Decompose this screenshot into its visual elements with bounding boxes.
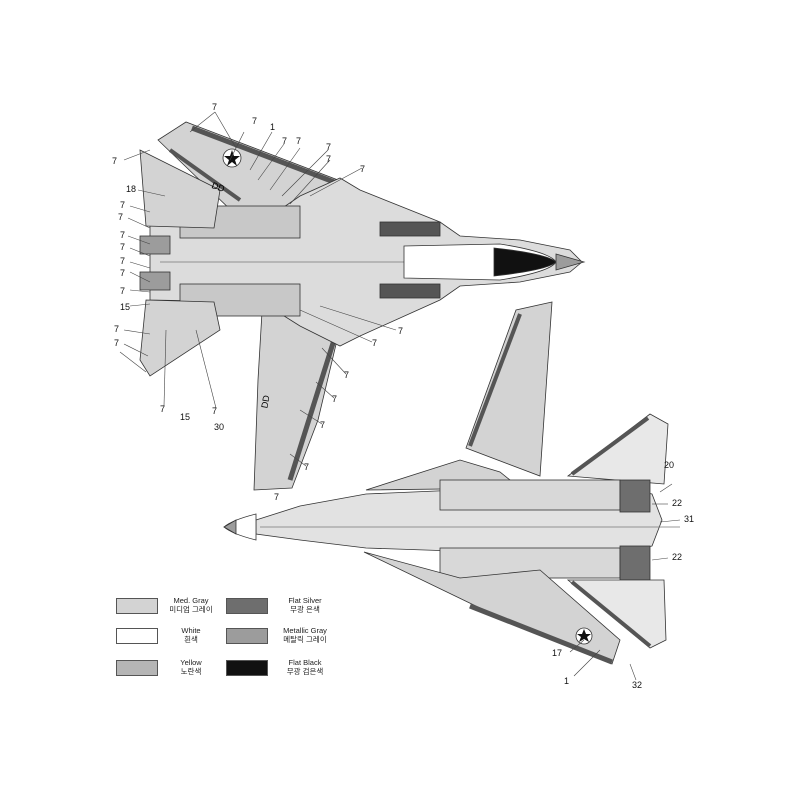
top-upper-wing-trailing-edge: [168, 148, 242, 202]
swatch-yellow: [116, 660, 158, 676]
callout-number: 20: [664, 460, 674, 470]
top-leader-lines: [119, 111, 397, 467]
bottom-callouts: 20 22 31 22 17 1 32: [552, 460, 694, 690]
callout-number: 15: [120, 302, 130, 312]
bottom-stabilizer-lower-edge: [570, 580, 652, 648]
bottom-tail-upper: [465, 301, 553, 477]
legend-en: Metallic Gray: [283, 626, 327, 635]
legend-label-yellow: Yellow 노란색: [156, 658, 226, 676]
callout-number: 7: [326, 154, 331, 164]
top-upper-wing-leading-edge: [191, 125, 335, 185]
swatch-white: [116, 628, 158, 644]
callout-number: 7: [160, 404, 165, 414]
callout-number: 7: [120, 242, 125, 252]
callout-number: 32: [632, 680, 642, 690]
top-nose-tip: [555, 253, 586, 271]
callout-number: 7: [120, 200, 125, 210]
bottom-leader-lines: [569, 483, 681, 681]
swatch-med-gray: [116, 598, 158, 614]
callout-number: 7: [252, 116, 257, 126]
callout-number: 7: [120, 286, 125, 296]
callout-number: 7: [274, 492, 279, 502]
bottom-stabilizer-edge: [570, 416, 650, 476]
bottom-nose-tip: [223, 519, 237, 535]
legend-en: White: [181, 626, 201, 635]
top-callouts: 7 7 1 7 7 7 7 7 7 18 7 7 7 7 7 7 15 7 7 …: [112, 102, 403, 502]
legend-ko: 노란색: [180, 667, 202, 676]
callout-number: 17: [552, 648, 562, 658]
top-intake-lower-dark: [379, 283, 441, 299]
legend-label-flat-silver: Flat Silver 무광 은색: [270, 596, 340, 614]
top-lower-wing-leading-edge: [287, 339, 337, 481]
callout-number: 15: [180, 412, 190, 422]
legend-label-metallic-gray: Metallic Gray 메탈릭 그레이: [270, 626, 340, 644]
legend-ko: 메탈릭 그레이: [283, 635, 327, 644]
swatch-flat-silver: [226, 598, 268, 614]
callout-number: 22: [672, 498, 682, 508]
top-exhaust-upper: [139, 235, 171, 255]
callout-number: 7: [212, 406, 217, 416]
callout-number: 7: [372, 338, 377, 348]
callout-number: 1: [564, 676, 569, 686]
star-icon: [224, 150, 240, 166]
callout-number: 7: [118, 212, 123, 222]
callout-number: 7: [360, 164, 365, 174]
callout-number: 7: [326, 142, 331, 152]
top-exhaust-lower: [139, 271, 171, 291]
legend-ko: 미디엄 그레이: [169, 605, 213, 614]
callout-number: 7: [304, 462, 309, 472]
legend-en: Flat Black: [288, 658, 322, 667]
callout-number: 7: [114, 338, 119, 348]
legend-ko: 무광 검은색: [286, 667, 324, 676]
bottom-view-aircraft: [223, 301, 680, 665]
legend-label-white: White 흰색: [156, 626, 226, 644]
top-stabilizer-upper: [139, 149, 221, 229]
top-wing-code: DD: [259, 394, 271, 409]
top-nose-code: DD: [210, 180, 226, 194]
legend-ko: 무광 은색: [290, 605, 320, 614]
legend-en: Yellow: [180, 658, 202, 667]
callout-number: 7: [398, 326, 403, 336]
bottom-exhaust-upper: [619, 479, 651, 513]
bottom-exhaust-lower: [619, 545, 651, 581]
callout-number: 7: [112, 156, 117, 166]
callout-number: 1: [270, 122, 275, 132]
legend-label-med-gray: Med. Gray 미디엄 그레이: [156, 596, 226, 614]
top-intake-upper-dark: [379, 221, 441, 237]
bottom-tail-edge: [468, 313, 522, 447]
swatch-metallic-gray: [226, 628, 268, 644]
swatch-flat-black: [226, 660, 268, 676]
callout-number: 7: [282, 136, 287, 146]
callout-number: 7: [120, 230, 125, 240]
callout-number: 7: [120, 256, 125, 266]
legend-en: Flat Silver: [288, 596, 322, 605]
callout-number: 18: [126, 184, 136, 194]
callout-number: 7: [320, 420, 325, 430]
callout-number: 7: [212, 102, 217, 112]
callout-number: 22: [672, 552, 682, 562]
top-view-aircraft: [139, 121, 586, 491]
callout-number: 7: [344, 370, 349, 380]
bottom-lower-wing-edge: [469, 603, 613, 665]
legend-label-flat-black: Flat Black 무광 검은색: [270, 658, 340, 676]
callout-number: 7: [120, 268, 125, 278]
callout-number: 30: [214, 422, 224, 432]
top-stabilizer-lower: [139, 299, 221, 377]
callout-number: 7: [296, 136, 301, 146]
callout-number: 7: [332, 394, 337, 404]
legend-en: Med. Gray: [173, 596, 209, 605]
callout-number: 7: [114, 324, 119, 334]
star-icon: [577, 629, 591, 642]
bottom-nacelle-upper: [439, 479, 621, 511]
legend-ko: 흰색: [184, 635, 198, 644]
callout-number: 31: [684, 514, 694, 524]
